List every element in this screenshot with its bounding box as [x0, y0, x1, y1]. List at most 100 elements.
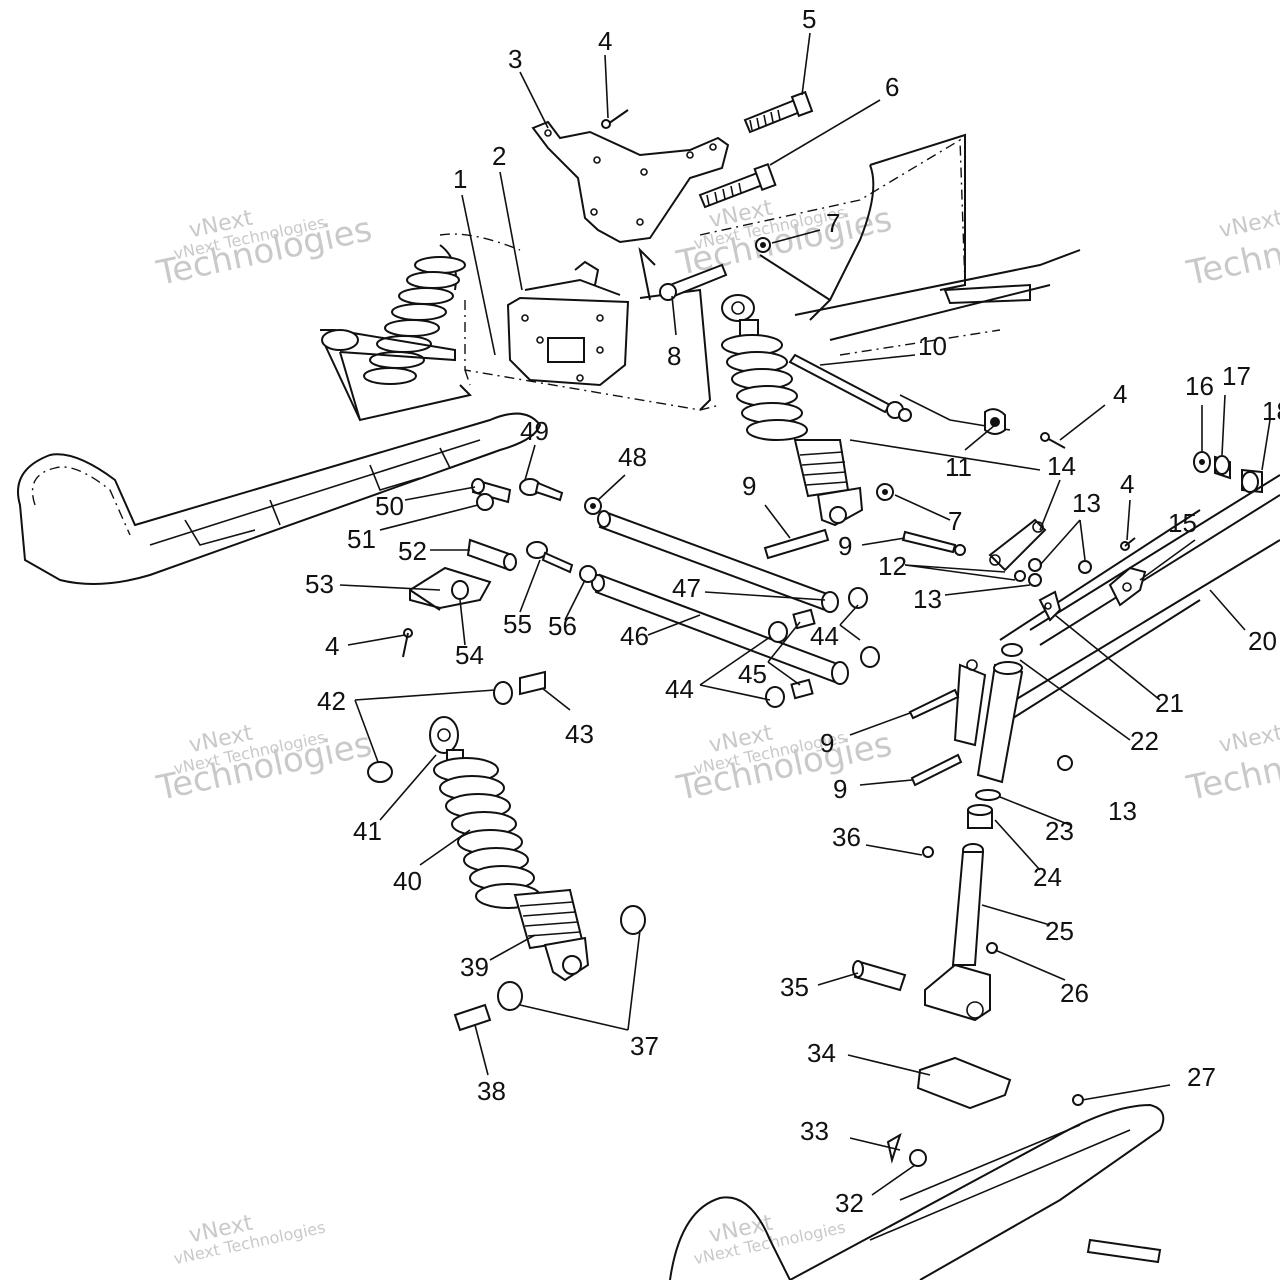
- callout-50: 50: [375, 491, 404, 521]
- callout-13-a: 13: [1072, 488, 1101, 518]
- nut-7-mid: [876, 483, 894, 501]
- callout-9-a: 9: [742, 471, 756, 501]
- callout-44-a: 44: [810, 621, 839, 651]
- callout-48: 48: [618, 442, 647, 472]
- callout-4-mid: 4: [1113, 379, 1127, 409]
- callout-12: 12: [878, 551, 907, 581]
- rod-end-49: [519, 478, 564, 502]
- callout-9-d: 9: [838, 531, 852, 561]
- callout-7-mid: 7: [948, 506, 962, 536]
- watermark-right-top: vNext Technologies: [1183, 206, 1280, 294]
- callout-22: 22: [1130, 726, 1159, 756]
- pin-35: [852, 960, 907, 992]
- callout-51: 51: [347, 524, 376, 554]
- chassis-frame-outline: [439, 133, 1081, 471]
- callout-1: 1: [453, 164, 467, 194]
- bushings-42-43: [367, 670, 546, 783]
- washer-16: [1193, 451, 1211, 473]
- washer-12: [954, 544, 966, 556]
- bracket-53: [409, 566, 492, 611]
- watermark-left-top: vNext Technologies vNext Technologies: [153, 206, 376, 294]
- bushing-54: [451, 580, 469, 600]
- callout-24: 24: [1033, 862, 1062, 892]
- watermark-center-mid: vNext Technologies vNext Technologies: [673, 721, 896, 809]
- spindle-25: [924, 843, 991, 1022]
- callout-7-top: 7: [826, 208, 840, 238]
- pin-4-right: [1120, 537, 1136, 551]
- callout-labels: 1 2 3 4 5 6 7 8 9 10 11 4 14 13 4 15 16 …: [305, 4, 1280, 1218]
- callout-35: 35: [780, 972, 809, 1002]
- bracket-2: [506, 260, 630, 387]
- watermark-right-mid: vNext Technologies: [1183, 721, 1280, 809]
- bushing-24: [967, 804, 993, 829]
- callout-42: 42: [317, 686, 346, 716]
- bolt-6: [698, 162, 777, 209]
- callout-9-c: 9: [820, 728, 834, 758]
- nuts-13: [1014, 558, 1092, 771]
- callout-38: 38: [477, 1076, 506, 1106]
- bolt-8: [659, 263, 728, 301]
- steering-post: [953, 659, 1024, 784]
- callout-3: 3: [508, 44, 522, 74]
- callout-20: 20: [1248, 626, 1277, 656]
- callout-37: 37: [630, 1031, 659, 1061]
- bracket-15: [1108, 566, 1147, 607]
- pin-4-top: [601, 109, 629, 129]
- rod-end-55: [526, 541, 574, 574]
- callout-9-b: 9: [833, 774, 847, 804]
- nut-51: [476, 493, 494, 511]
- callout-13-b: 13: [1108, 796, 1137, 826]
- rail-20: [999, 474, 1280, 721]
- nut-36: [922, 846, 934, 858]
- plate-21: [1038, 590, 1062, 622]
- callout-23: 23: [1045, 816, 1074, 846]
- callout-32: 32: [835, 1188, 864, 1218]
- callout-10: 10: [918, 331, 947, 361]
- callout-34: 34: [807, 1038, 836, 1068]
- rod-47: [597, 510, 839, 613]
- callout-18: 18: [1262, 396, 1280, 426]
- bushing-52: [466, 538, 517, 572]
- ski-front: [669, 1094, 1165, 1280]
- callout-55: 55: [503, 609, 532, 639]
- callout-4-left: 4: [325, 631, 339, 661]
- nut-7-top: [755, 237, 771, 253]
- bushings-44-45: [765, 587, 880, 708]
- callout-47: 47: [672, 573, 701, 603]
- callout-14: 14: [1047, 451, 1076, 481]
- bushing-17: [1214, 455, 1231, 480]
- callout-41: 41: [353, 816, 382, 846]
- callout-4-right: 4: [1120, 469, 1134, 499]
- callout-6: 6: [885, 72, 899, 102]
- watermark-left-bottom: vNext vNext Technologies: [172, 1211, 327, 1269]
- front-shock-right: [721, 294, 864, 527]
- rod-46: [591, 573, 849, 685]
- callout-46: 46: [620, 621, 649, 651]
- callout-36: 36: [832, 822, 861, 852]
- bolt-10: [788, 353, 912, 422]
- callout-39: 39: [460, 952, 489, 982]
- nut-48: [584, 497, 602, 515]
- callout-44-b: 44: [665, 674, 694, 704]
- pin-26: [986, 942, 998, 954]
- callout-40: 40: [393, 866, 422, 896]
- callout-15: 15: [1168, 508, 1197, 538]
- link-14: [988, 518, 1047, 572]
- bushing-18: [1241, 468, 1263, 494]
- spacer-11: [984, 408, 1006, 435]
- callout-4-top: 4: [598, 26, 612, 56]
- mounting-plate-3: [531, 120, 730, 244]
- pin-4-left: [402, 628, 413, 658]
- bolt-5: [743, 90, 814, 134]
- bushings-37-38: [453, 905, 646, 1032]
- nut-56: [579, 565, 597, 583]
- callout-11: 11: [945, 452, 972, 482]
- callout-21: 21: [1155, 688, 1184, 718]
- callout-5: 5: [802, 4, 816, 34]
- callout-33: 33: [800, 1116, 829, 1146]
- callout-56: 56: [548, 611, 577, 641]
- left-ski-bg: [17, 412, 542, 585]
- bushing-22: [1001, 643, 1023, 657]
